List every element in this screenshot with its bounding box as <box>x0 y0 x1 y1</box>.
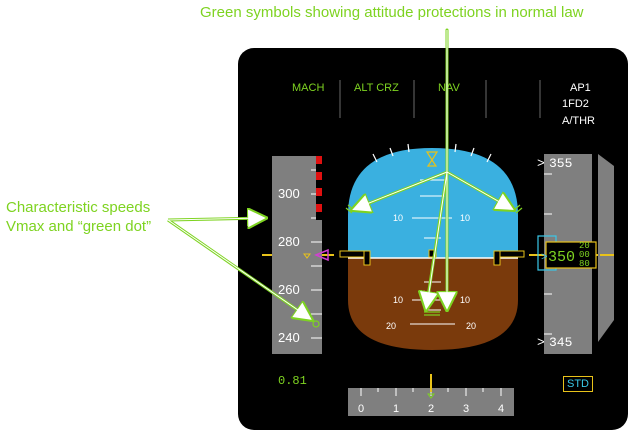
roll-index-icon <box>425 151 439 162</box>
annotation-top: Green symbols showing attitude protectio… <box>200 4 584 21</box>
pitch-label-right-partial: 20 <box>466 321 476 331</box>
speed-label-300: 300 <box>278 186 300 201</box>
speed-label-260: 260 <box>278 282 300 297</box>
pitch-label-left-down: 10 <box>393 295 403 305</box>
vertical-speed-scale <box>598 154 614 342</box>
altitude-sub-2: 00 <box>579 250 590 260</box>
fma-autothrust: A/THR <box>562 115 595 127</box>
attitude-indicator <box>348 148 518 350</box>
heading-label-3: 3 <box>463 403 469 415</box>
heading-label-2: 2 <box>428 403 434 415</box>
heading-label-4: 4 <box>498 403 504 415</box>
fma-lateral-mode: NAV <box>438 82 460 94</box>
pitch-labels: 10 10 10 10 20 20 <box>386 213 476 331</box>
altitude-mark-bottom: > <box>537 335 545 350</box>
vmax-barber-pole <box>316 156 322 220</box>
ground <box>348 258 518 350</box>
speed-trend-icon <box>303 253 311 259</box>
altitude-readout-box <box>545 241 597 269</box>
altitude-current: 350 <box>548 249 575 266</box>
speed-label-280: 280 <box>278 234 300 249</box>
altitude-labels: > 355 > 345 <box>537 156 572 350</box>
annotation-left-line1: Characteristic speeds <box>6 199 151 216</box>
mach-number: 0.81 <box>278 374 307 388</box>
pitch-label-right-up: 10 <box>460 213 470 223</box>
pitch-label-left-up: 10 <box>393 213 403 223</box>
roll-scale <box>372 143 492 163</box>
annotation-arrow-cores <box>167 30 513 318</box>
speed-label-240: 240 <box>278 330 300 345</box>
heading-label-1: 1 <box>393 403 399 415</box>
track-diamond-icon <box>427 393 435 399</box>
sky <box>348 148 518 258</box>
heading-labels: 0 1 2 3 4 <box>358 403 504 415</box>
bank-pointer-icon <box>426 158 438 167</box>
target-speed-icon <box>314 248 329 262</box>
fma-speed-mode: MACH <box>292 82 325 94</box>
annotation-left: Characteristic speeds Vmax and “green do… <box>6 198 151 236</box>
baro-setting: STD <box>563 376 593 392</box>
pitch-label-right-down: 10 <box>460 295 470 305</box>
altitude-label-bottom: 345 <box>549 335 572 350</box>
altitude-label-top: 355 <box>549 156 572 171</box>
fma-dividers <box>339 80 541 118</box>
altitude-readout-mark: > <box>541 252 548 264</box>
annotation-left-line2: Vmax and “green dot” <box>6 218 152 235</box>
green-dot-icon <box>312 320 320 328</box>
heading-label-0: 0 <box>358 403 364 415</box>
fma-vertical-mode: ALT CRZ <box>354 82 399 94</box>
pitch-label-left-partial: 20 <box>386 321 396 331</box>
altitude-readout: > 350 20 00 80 <box>541 241 590 269</box>
fma-flight-director: 1FD2 <box>562 98 589 110</box>
altitude-tape-ticks <box>544 173 552 335</box>
aircraft-symbol <box>339 249 525 266</box>
altitude-sub-1: 20 <box>579 241 590 251</box>
speed-labels: 300 280 260 240 <box>278 186 300 345</box>
altitude-sub-3: 80 <box>579 259 590 269</box>
altitude-mark-top: > <box>537 156 545 171</box>
fma-autopilot: AP1 <box>570 82 591 94</box>
